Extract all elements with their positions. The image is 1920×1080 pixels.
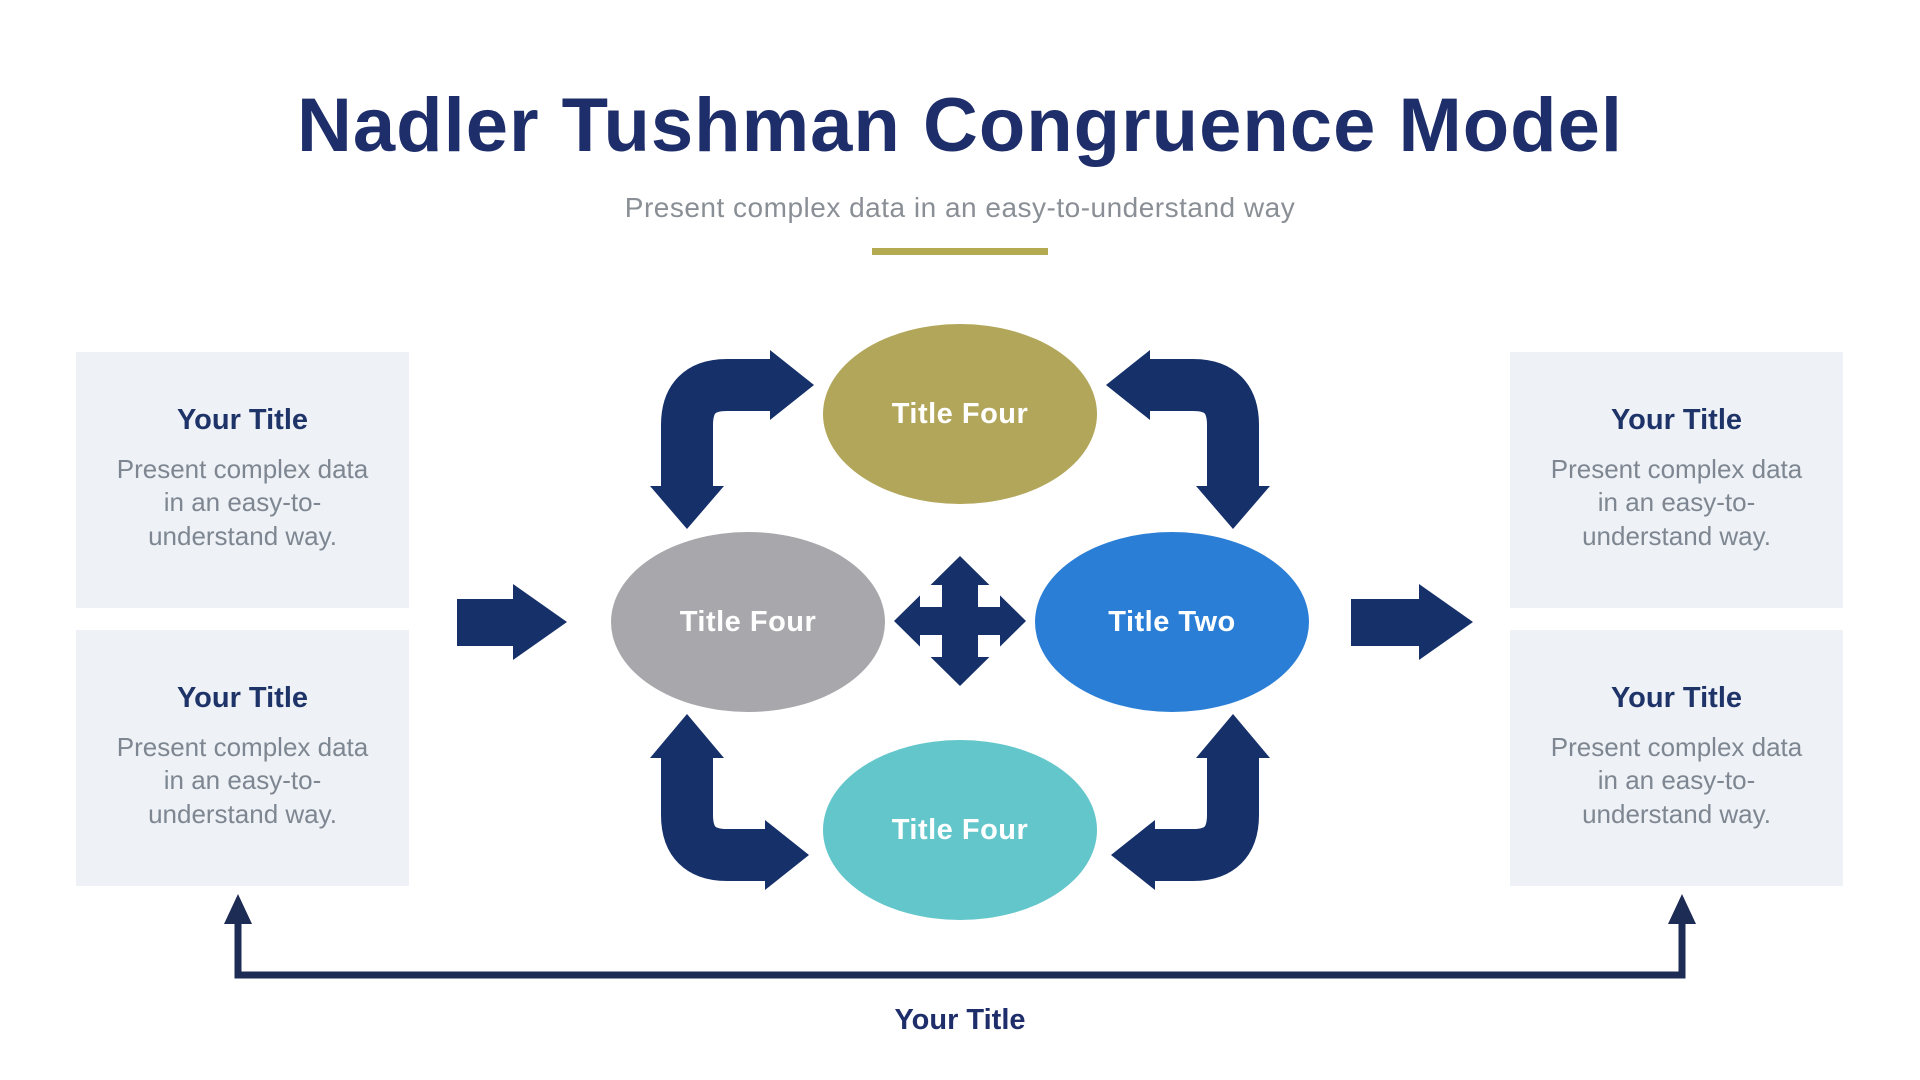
card-bottom-right: Your Title Present complex data in an ea… <box>1510 630 1843 886</box>
title-divider-bar <box>872 248 1048 255</box>
up-arrowhead-icon-right <box>1668 894 1696 924</box>
right-arrow-icon-left <box>457 584 567 660</box>
arrow-group <box>457 350 1473 890</box>
card-body: Present complex data in an easy-to-under… <box>1550 454 1803 551</box>
ellipse-top-label: Title Four <box>891 397 1029 430</box>
ellipse-right[interactable]: Title Two <box>1035 532 1309 712</box>
card-title: Your Title <box>1610 404 1743 436</box>
ellipse-bottom-label: Title Four <box>891 813 1029 846</box>
page-subtitle: Present complex data in an easy-to-under… <box>624 192 1296 223</box>
ellipse-bottom[interactable]: Title Four <box>823 740 1097 920</box>
card-title: Your Title <box>176 682 309 714</box>
elbow-arrow-bottom-left <box>650 714 809 890</box>
ellipse-top[interactable]: Title Four <box>823 324 1097 504</box>
bottom-connector-label: Your Title <box>894 1004 1026 1036</box>
page-title: Nadler Tushman Congruence Model <box>297 83 1623 168</box>
card-title: Your Title <box>176 404 309 436</box>
elbow-arrow-bottom-right <box>1111 714 1270 890</box>
card-top-right: Your Title Present complex data in an ea… <box>1510 352 1843 608</box>
ellipse-left[interactable]: Title Four <box>611 532 885 712</box>
card-top-left: Your Title Present complex data in an ea… <box>76 352 409 608</box>
elbow-arrow-top-right <box>1106 350 1270 529</box>
card-body: Present complex data in an easy-to-under… <box>116 732 369 829</box>
ellipse-right-label: Title Two <box>1108 605 1236 638</box>
card-bottom-left: Your Title Present complex data in an ea… <box>76 630 409 886</box>
bottom-bracket-connector <box>224 894 1696 979</box>
ellipse-left-label: Title Four <box>679 605 817 638</box>
four-way-arrow-icon <box>894 556 1026 686</box>
card-title: Your Title <box>1610 682 1743 714</box>
card-body: Present complex data in an easy-to-under… <box>1550 732 1803 829</box>
right-arrow-icon-right <box>1351 584 1473 660</box>
up-arrowhead-icon-left <box>224 894 252 924</box>
elbow-arrow-top-left <box>650 350 814 529</box>
card-body: Present complex data in an easy-to-under… <box>116 454 369 551</box>
